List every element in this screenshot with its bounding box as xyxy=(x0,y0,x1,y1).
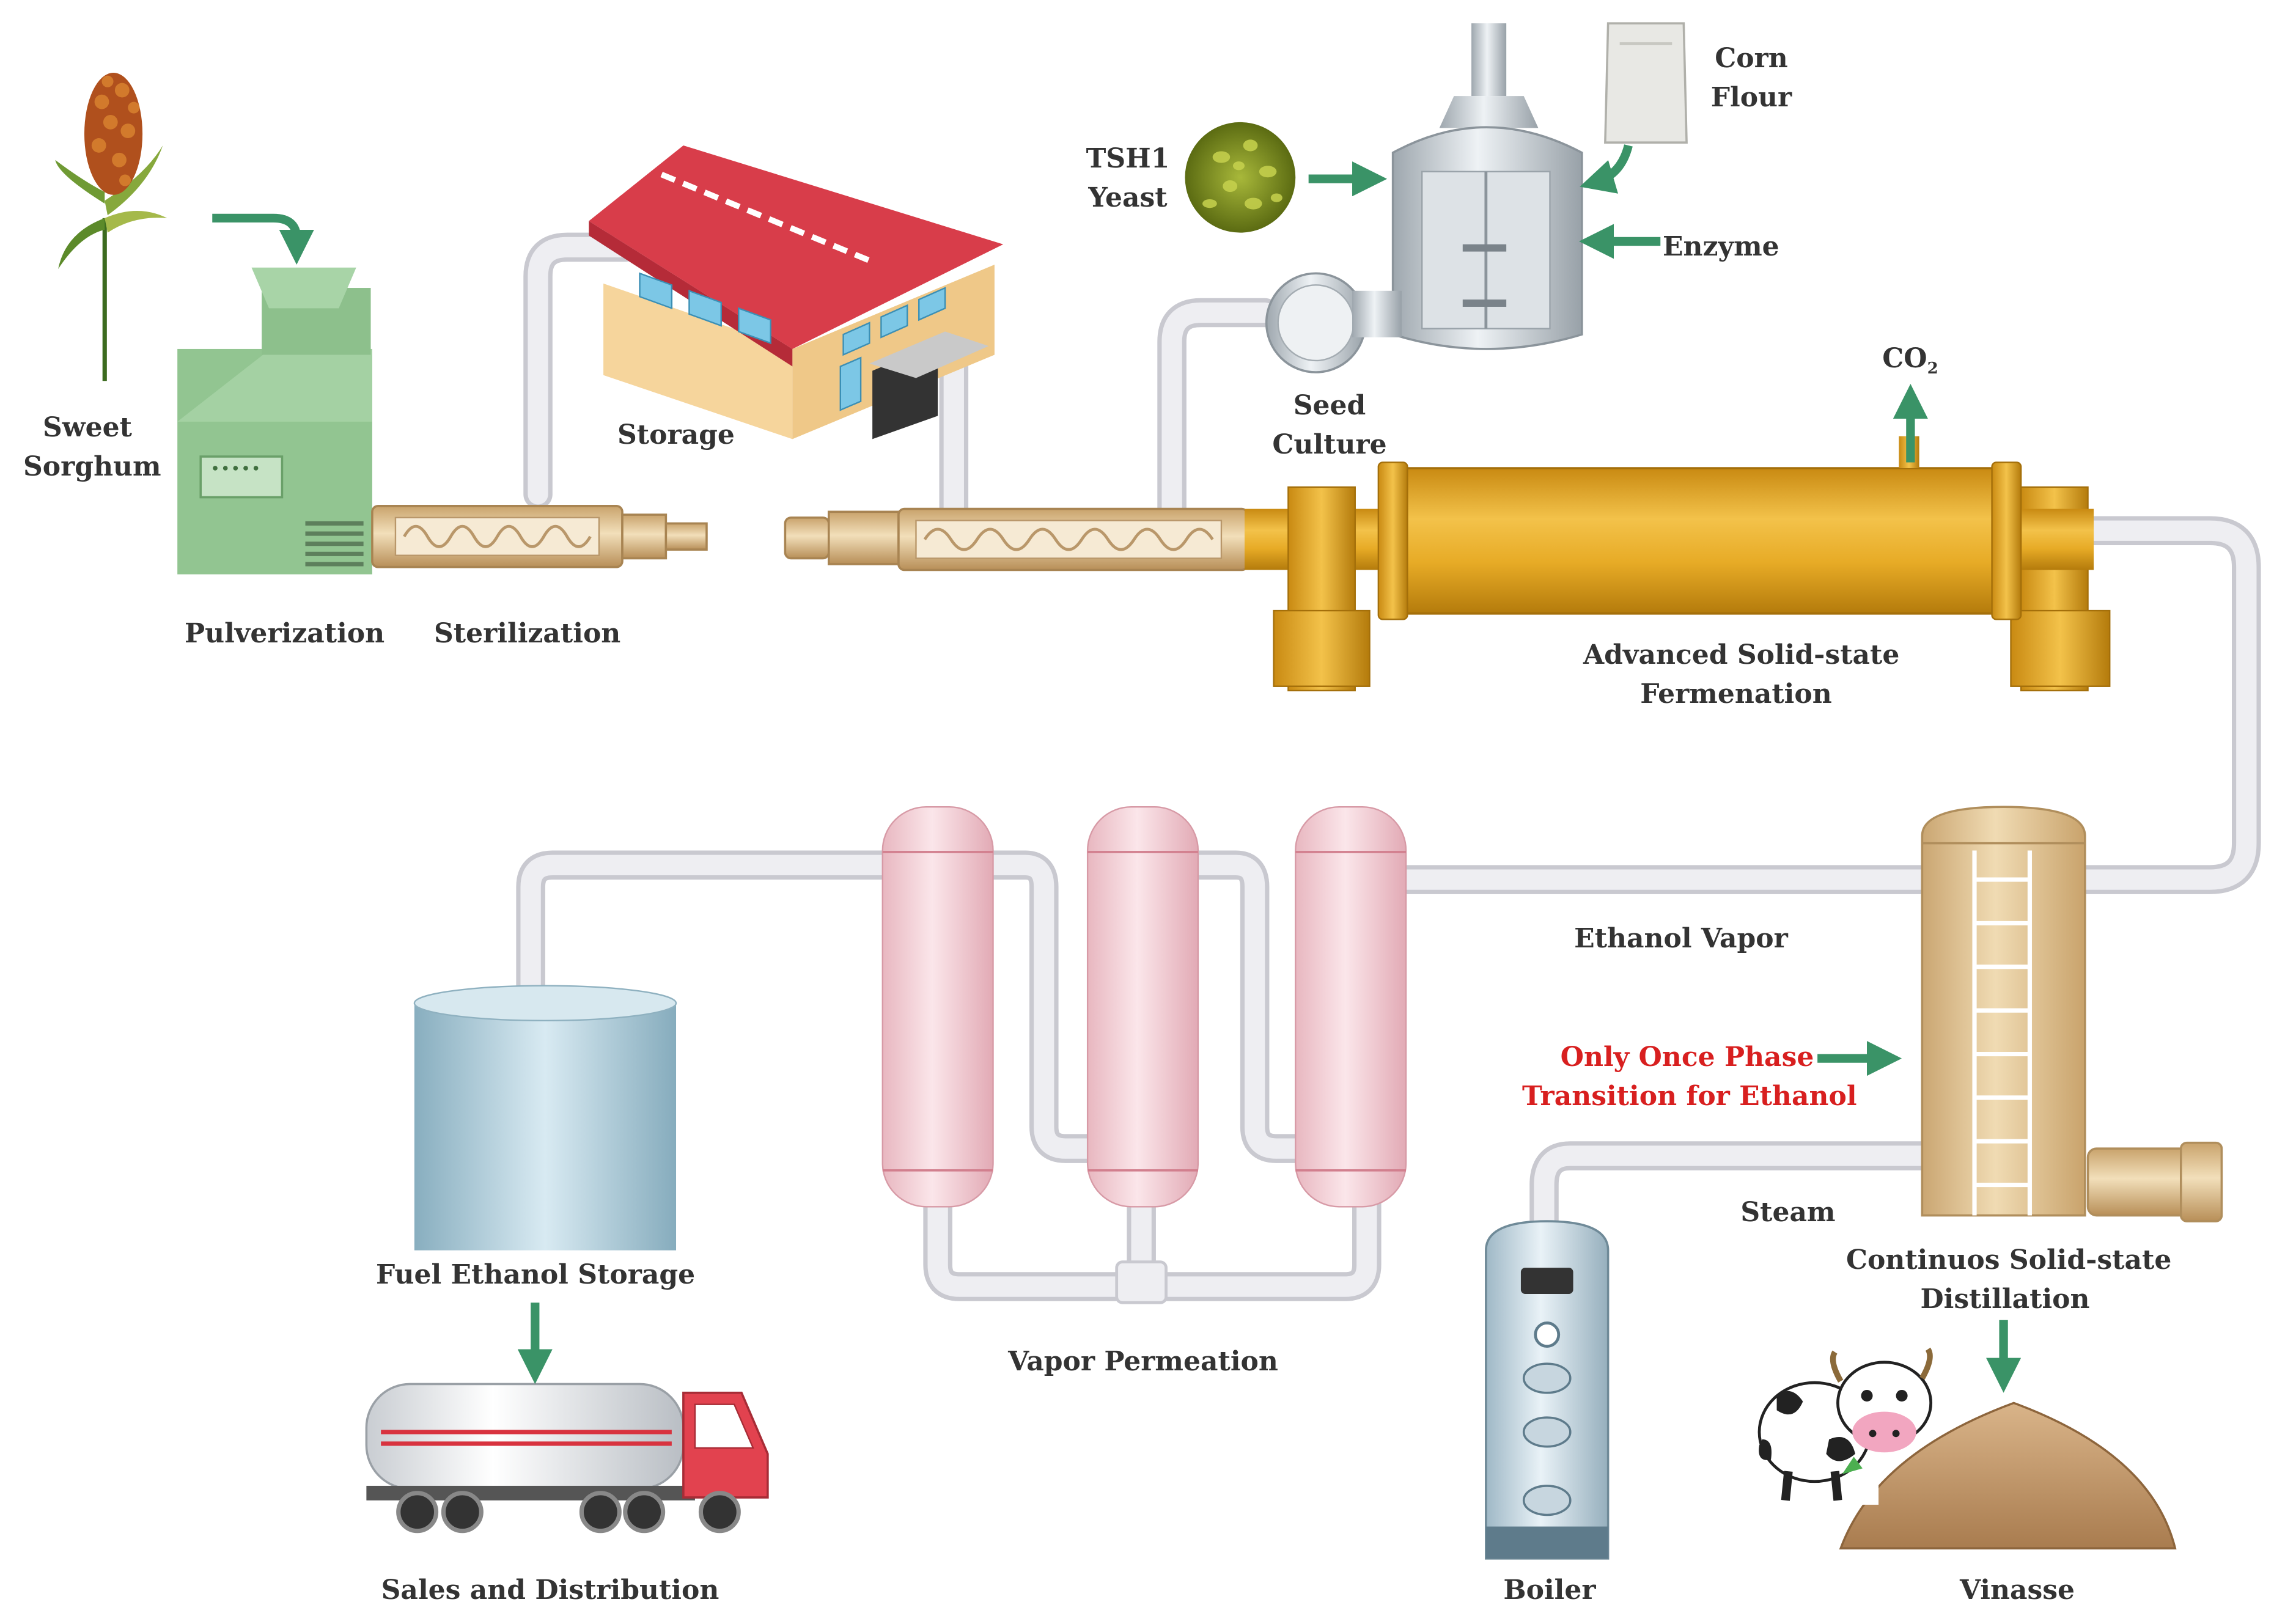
label-corn-flour-line1: Corn xyxy=(1715,43,1788,74)
label-vapor-permeation: Vapor Permeation xyxy=(1008,1346,1278,1377)
label-phase-transition: Only Once Phase Transition for Ethanol xyxy=(1522,1038,1857,1116)
tanker-truck-icon xyxy=(365,1383,769,1534)
label-sales-distribution: Sales and Distribution xyxy=(381,1574,719,1606)
pulverizer-machine-icon xyxy=(177,267,372,575)
label-storage: Storage xyxy=(617,419,735,450)
label-pulverization: Pulverization xyxy=(185,618,385,649)
yeast-cells-icon xyxy=(1185,122,1296,233)
label-vinasse: Vinasse xyxy=(1959,1574,2075,1606)
label-enzyme: Enzyme xyxy=(1663,231,1779,262)
label-corn-flour: Corn Flour xyxy=(1706,39,1797,117)
label-sweet-sorghum-line2: Sorghum xyxy=(23,451,161,482)
boiler-icon xyxy=(1485,1220,1610,1560)
warehouse-icon xyxy=(589,145,1004,439)
label-fermentation-line1: Advanced Solid-state xyxy=(1583,639,1900,671)
label-sweet-sorghum-line1: Sweet xyxy=(43,412,132,443)
cow-icon xyxy=(1747,1347,1933,1505)
label-ethanol-vapor: Ethanol Vapor xyxy=(1574,923,1788,954)
seed-culture-tank-icon xyxy=(1265,23,1583,373)
label-tsh1-yeast-line1: TSH1 xyxy=(1086,143,1170,174)
permeation-vessel-icon xyxy=(1295,806,1407,1208)
label-fermentation-line2: Fermenation xyxy=(1640,678,1832,710)
label-fermentation: Advanced Solid-state Fermenation xyxy=(1583,636,1900,714)
label-co2: CO2 xyxy=(1877,339,1944,388)
label-phase-transition-line1: Only Once Phase xyxy=(1560,1042,1814,1073)
label-corn-flour-line2: Flour xyxy=(1710,82,1792,113)
label-phase-transition-line2: Transition for Ethanol xyxy=(1522,1081,1857,1112)
fermenter-drum-icon xyxy=(1245,461,2111,692)
label-seed-culture: Seed Culture xyxy=(1271,386,1388,465)
label-seed-culture-line2: Culture xyxy=(1272,429,1387,460)
label-steam: Steam xyxy=(1740,1197,1836,1228)
label-co2-main: CO xyxy=(1882,343,1927,374)
pipe-network xyxy=(516,232,2261,1304)
label-co2-subscript: 2 xyxy=(1927,359,1938,378)
label-boiler: Boiler xyxy=(1503,1574,1596,1606)
label-sweet-sorghum: Sweet Sorghum xyxy=(23,408,161,487)
screw-conveyor-icon xyxy=(371,505,708,568)
label-sterilization: Sterilization xyxy=(434,618,621,649)
label-tsh1-yeast: TSH1 Yeast xyxy=(1076,139,1180,218)
label-fuel-ethanol-storage: Fuel Ethanol Storage xyxy=(376,1259,696,1290)
label-tsh1-yeast-line2: Yeast xyxy=(1088,182,1168,213)
flow-arrow-icon xyxy=(212,144,2022,1393)
screw-conveyor-icon xyxy=(784,507,1249,571)
fuel-storage-tank-icon xyxy=(413,985,677,1251)
label-distillation-line1: Continuos Solid-state xyxy=(1846,1244,2172,1276)
distillation-column-icon xyxy=(1921,806,2223,1222)
label-seed-culture-line1: Seed xyxy=(1293,390,1366,421)
label-distillation: Continuos Solid-state Distillation xyxy=(1846,1241,2172,1319)
permeation-vessel-icon xyxy=(881,806,994,1208)
sorghum-plant-icon xyxy=(55,73,167,381)
label-distillation-line2: Distillation xyxy=(1920,1284,2090,1315)
permeation-vessel-icon xyxy=(1086,806,1199,1208)
flour-sack-icon xyxy=(1604,22,1688,144)
